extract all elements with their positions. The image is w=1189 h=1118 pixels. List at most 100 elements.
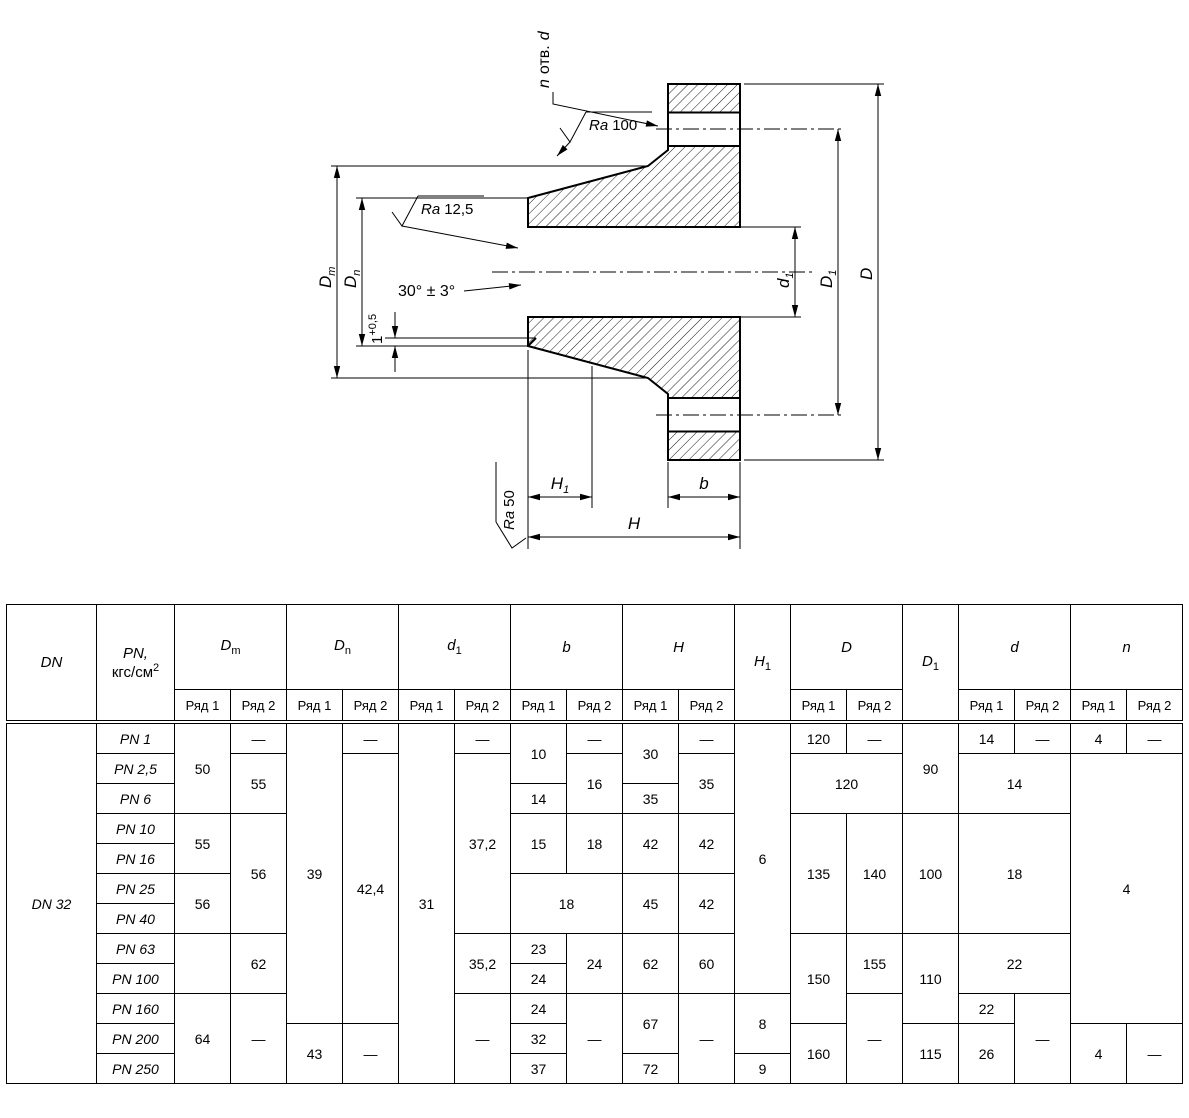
pn-label-cell: PN 40 [95, 903, 175, 934]
value-cell: 135 [790, 813, 847, 934]
table-row: PN 40 [6, 903, 1182, 934]
col-header-h: H [622, 604, 735, 690]
col-header-dn: DN [5, 604, 97, 724]
value-cell: 14 [958, 753, 1071, 814]
angle-leader [463, 283, 522, 292]
value-cell: 22 [958, 993, 1015, 1024]
series-header: Ряд 2 [1126, 689, 1183, 724]
col-header-b: b [510, 604, 623, 690]
value-cell: 42 [678, 813, 735, 874]
value-cell: 18 [566, 813, 623, 874]
dim-label-dn: Dn [341, 270, 363, 288]
series-header: Ряд 2 [342, 689, 399, 724]
series-header: Ряд 2 [846, 689, 903, 724]
value-cell: 10 [510, 721, 567, 784]
series-header: Ряд 1 [173, 689, 231, 724]
value-cell: 150 [790, 933, 847, 1024]
holes-note: nотв.d [536, 30, 553, 88]
value-cell: — [454, 993, 511, 1084]
header-row-series: Ряд 1 Ряд 2 Ряд 1 Ряд 2 Ряд 1 Ряд 2 Ряд … [6, 689, 1183, 724]
pn-label-cell: PN 160 [95, 993, 175, 1024]
value-cell: 31 [398, 721, 455, 1084]
pn-label-cell: PN 63 [95, 933, 175, 964]
angle-note: 30° ± 3° [398, 283, 455, 300]
series-header: Ряд 2 [1014, 689, 1071, 724]
value-cell: 24 [566, 933, 623, 994]
series-header: Ряд 1 [510, 689, 567, 724]
value-cell: — [1126, 1023, 1183, 1084]
dim-label-b: b [699, 474, 708, 493]
value-cell: 35,2 [454, 933, 511, 994]
col-header-dn-neck: Dn [286, 604, 399, 690]
value-cell: 62 [622, 933, 679, 994]
value-cell: 56 [173, 873, 231, 934]
value-cell: 32 [510, 1023, 567, 1054]
value-cell: 8 [734, 993, 791, 1054]
value-cell: 90 [902, 721, 959, 814]
value-cell: 50 [173, 721, 231, 814]
roughness-note-bottom: Ra50 [501, 490, 518, 530]
value-cell: 56 [229, 813, 288, 934]
roughness-symbol-bottom: Ra50 [495, 462, 527, 549]
pn-label-cell: PN 200 [95, 1023, 175, 1054]
col-header-dm: Dm [173, 604, 288, 690]
value-cell: 43 [286, 1023, 343, 1084]
pn-label-cell: PN 2,5 [95, 753, 175, 784]
value-cell: 62 [229, 933, 288, 994]
value-cell: 15 [510, 813, 567, 874]
pn-label-cell: PN 100 [95, 963, 175, 994]
value-cell: 160 [790, 1023, 847, 1084]
pn-label-cell: PN 6 [95, 783, 175, 814]
value-cell: 35 [622, 783, 679, 814]
series-header: Ряд 2 [229, 689, 288, 724]
value-cell: 23 [510, 933, 567, 964]
value-cell: 30 [622, 721, 679, 784]
series-header: Ряд 2 [678, 689, 735, 724]
series-header: Ряд 2 [566, 689, 623, 724]
value-cell: — [846, 993, 903, 1084]
pn-label-cell: PN 16 [95, 843, 175, 874]
value-cell: 24 [510, 993, 567, 1024]
value-cell: — [342, 721, 399, 754]
flange-dimensions-table: DN PN,кгс/см2 Dm Dn d1 b H H1 D D1 d n Р… [5, 604, 1183, 1084]
value-cell: — [678, 993, 735, 1084]
value-cell: — [566, 993, 623, 1084]
series-header: Ряд 1 [286, 689, 343, 724]
value-cell: 24 [510, 963, 567, 994]
value-cell: 100 [902, 813, 959, 934]
pn-label-cell: PN 1 [95, 721, 175, 754]
value-cell: — [566, 721, 623, 754]
value-cell: 6 [734, 721, 791, 994]
value-cell: 35 [678, 753, 735, 814]
value-cell: — [1014, 721, 1071, 754]
value-cell: 22 [958, 933, 1071, 994]
value-cell: 64 [173, 993, 231, 1084]
value-cell: — [1014, 993, 1071, 1084]
value-cell: 42,4 [342, 753, 399, 1024]
value-cell: 18 [958, 813, 1071, 934]
roughness-mid-leader [401, 225, 519, 249]
col-header-pn: PN,кгс/см2 [95, 604, 175, 724]
pn-label-cell: PN 10 [95, 813, 175, 844]
value-cell: 4 [1070, 1023, 1127, 1084]
series-header: Ряд 1 [958, 689, 1015, 724]
value-cell: 120 [790, 721, 847, 754]
series-header: Ряд 1 [398, 689, 455, 724]
table-row: PN 16 [6, 843, 1182, 874]
dim-label-h1: H1 [551, 474, 569, 496]
value-cell: — [1126, 721, 1183, 754]
